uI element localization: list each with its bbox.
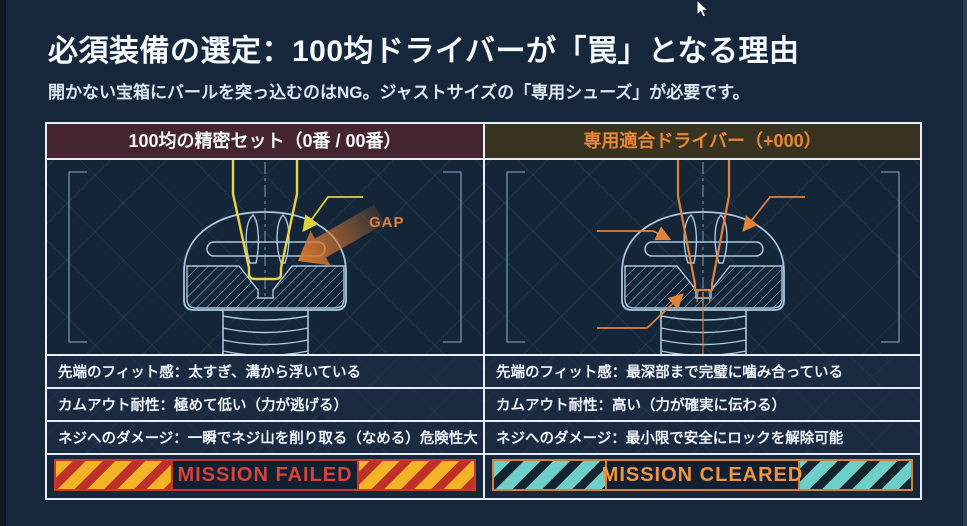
column-cheap-driver: 100均の精密セット（0番 / 00番）: [47, 124, 483, 498]
spec-text: カムアウト耐性：極めて低い（力が逃げる）: [58, 398, 348, 414]
spec-text: 先端のフィット感：最深部まで完璧に噛み合っている: [496, 365, 843, 381]
slide-header: 必須装備の選定：100均ドライバーが「罠」となる理由 開かない宝箱にバールを突っ…: [48, 26, 928, 103]
mouse-cursor-icon: [696, 0, 710, 18]
spec-text: カムアウト耐性：高い（力が確実に伝わる）: [496, 398, 786, 414]
page-title: 必須装備の選定：100均ドライバーが「罠」となる理由: [48, 35, 800, 68]
blueprint-cheap: [68, 160, 462, 354]
contact-pointer-arrows: [597, 196, 805, 329]
gap-arrow: [298, 204, 385, 266]
spec-row-camout-pro: カムアウト耐性：高い（力が確実に伝わる）: [485, 387, 920, 420]
spec-row-fit-pro: 先端のフィット感：最深部まで完璧に噛み合っている: [485, 354, 920, 387]
banner-zone-cleared: MISSION CLEARED: [485, 453, 920, 498]
column-pro-driver: 専用適合ドライバー（+000）: [483, 124, 920, 498]
spec-row-damage-cheap: ネジへのダメージ：一瞬でネジ山を削り取る（なめる）危険性大: [47, 420, 483, 453]
blueprint-frame-brackets: [68, 171, 462, 343]
spec-row-camout-cheap: カムアウト耐性：極めて低い（力が逃げる）: [47, 387, 483, 420]
driver-bit-pro: [676, 160, 731, 305]
banner-zone-failed: MISSION FAILED: [47, 453, 483, 498]
left-edge-strip: [0, 0, 6, 526]
spec-row-fit-cheap: 先端のフィット感：太すぎ、溝から浮いている: [47, 354, 483, 387]
right-edge-strip: [963, 0, 967, 526]
spec-text: 先端のフィット感：太すぎ、溝から浮いている: [58, 365, 362, 381]
screw-cross-section: [183, 211, 347, 354]
mission-cleared-label-box: MISSION CLEARED: [601, 461, 804, 489]
gap-label: GAP: [369, 214, 405, 231]
blueprint-pro: [506, 160, 900, 354]
spec-text: ネジへのダメージ：一瞬でネジ山を削り取る（なめる）危険性大: [58, 431, 478, 447]
mission-cleared-banner: MISSION CLEARED: [492, 459, 913, 491]
page-subtitle: 開かない宝箱にバールを突っ込むのはNG。ジャストサイズの「専用シューズ」が必要で…: [48, 83, 750, 102]
diagram-pro-driver: [485, 160, 920, 354]
mission-failed-label-box: MISSION FAILED: [170, 461, 360, 489]
mission-cleared-text: MISSION CLEARED: [601, 463, 804, 486]
mission-failed-text: MISSION FAILED: [177, 463, 353, 486]
spec-row-damage-pro: ネジへのダメージ：最小限で安全にロックを解除可能: [485, 420, 920, 453]
spec-text: ネジへのダメージ：最小限で安全にロックを解除可能: [496, 431, 844, 447]
blueprint-frame-brackets: [506, 171, 900, 343]
diagram-cheap-driver: GAP: [47, 160, 483, 354]
mission-failed-banner: MISSION FAILED: [54, 459, 476, 491]
column-header-pro: 専用適合ドライバー（+000）: [485, 124, 920, 160]
column-header-cheap: 100均の精密セット（0番 / 00番）: [47, 124, 483, 160]
driver-bit-cheap: [231, 160, 299, 281]
gap-pointer-arrow: [302, 196, 363, 233]
comparison-table: 100均の精密セット（0番 / 00番）: [45, 122, 922, 500]
